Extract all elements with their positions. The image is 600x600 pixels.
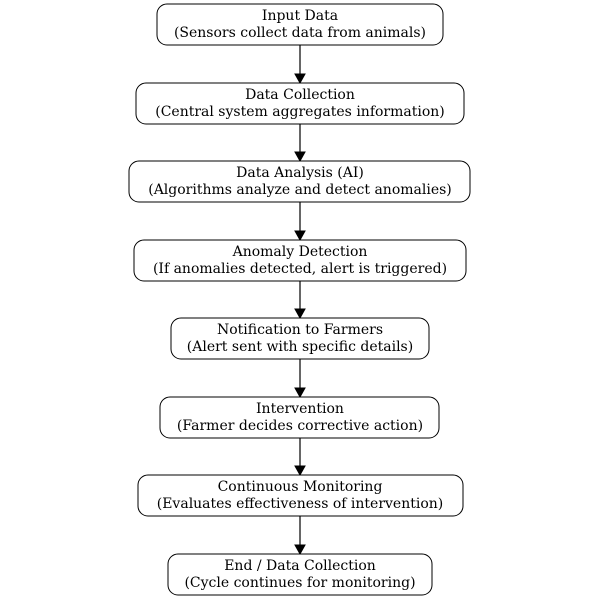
edge-analysis-to-anomaly xyxy=(294,202,306,242)
edge-notification-to-intervention xyxy=(294,359,306,399)
node-box xyxy=(135,82,465,125)
node-box xyxy=(170,317,430,360)
node-subtitle: (If anomalies detected, alert is trigger… xyxy=(153,261,447,277)
node-anomaly-detection: Anomaly Detection (If anomalies detected… xyxy=(133,239,467,282)
node-subtitle: (Farmer decides corrective action) xyxy=(177,418,423,434)
arrowhead-icon xyxy=(294,230,306,242)
node-title: Data Collection xyxy=(245,87,355,103)
node-subtitle: (Evaluates effectiveness of intervention… xyxy=(157,496,443,512)
edge-anomaly-to-notification xyxy=(294,281,306,320)
node-title: Continuous Monitoring xyxy=(218,479,383,495)
node-data-analysis: Data Analysis (AI) (Algorithms analyze a… xyxy=(128,160,471,203)
node-subtitle: (Central system aggregates information) xyxy=(155,104,445,120)
node-subtitle: (Alert sent with specific details) xyxy=(187,339,413,355)
node-intervention: Intervention (Farmer decides corrective … xyxy=(159,396,440,439)
node-end-data-collection: End / Data Collection (Cycle continues f… xyxy=(167,553,433,596)
node-box xyxy=(159,396,440,439)
arrowhead-icon xyxy=(294,308,306,320)
node-box xyxy=(167,553,433,596)
node-title: End / Data Collection xyxy=(224,558,376,574)
node-subtitle: (Algorithms analyze and detect anomalies… xyxy=(148,182,452,198)
node-box xyxy=(133,239,467,282)
arrowhead-icon xyxy=(294,151,306,163)
node-box xyxy=(156,3,444,46)
node-title: Notification to Farmers xyxy=(217,322,383,338)
node-data-collection: Data Collection (Central system aggregat… xyxy=(135,82,465,125)
arrowhead-icon xyxy=(294,465,306,477)
node-subtitle: (Cycle continues for monitoring) xyxy=(184,575,415,591)
node-title: Input Data xyxy=(262,8,338,24)
nodes: Input Data (Sensors collect data from an… xyxy=(128,3,471,596)
node-box xyxy=(128,160,471,203)
arrowhead-icon xyxy=(294,73,306,85)
arrowhead-icon xyxy=(294,387,306,399)
edges xyxy=(294,45,306,556)
node-title: Data Analysis (AI) xyxy=(236,165,364,181)
edge-monitoring-to-end xyxy=(294,516,306,556)
arrowhead-icon xyxy=(294,544,306,556)
edge-intervention-to-monitoring xyxy=(294,438,306,477)
node-notification: Notification to Farmers (Alert sent with… xyxy=(170,317,430,360)
node-box xyxy=(137,474,464,517)
node-title: Anomaly Detection xyxy=(232,244,368,260)
edge-collection-to-analysis xyxy=(294,124,306,163)
edge-input-to-collection xyxy=(294,45,306,85)
node-continuous-monitoring: Continuous Monitoring (Evaluates effecti… xyxy=(137,474,464,517)
node-input-data: Input Data (Sensors collect data from an… xyxy=(156,3,444,46)
node-subtitle: (Sensors collect data from animals) xyxy=(174,25,426,41)
node-title: Intervention xyxy=(256,401,344,417)
